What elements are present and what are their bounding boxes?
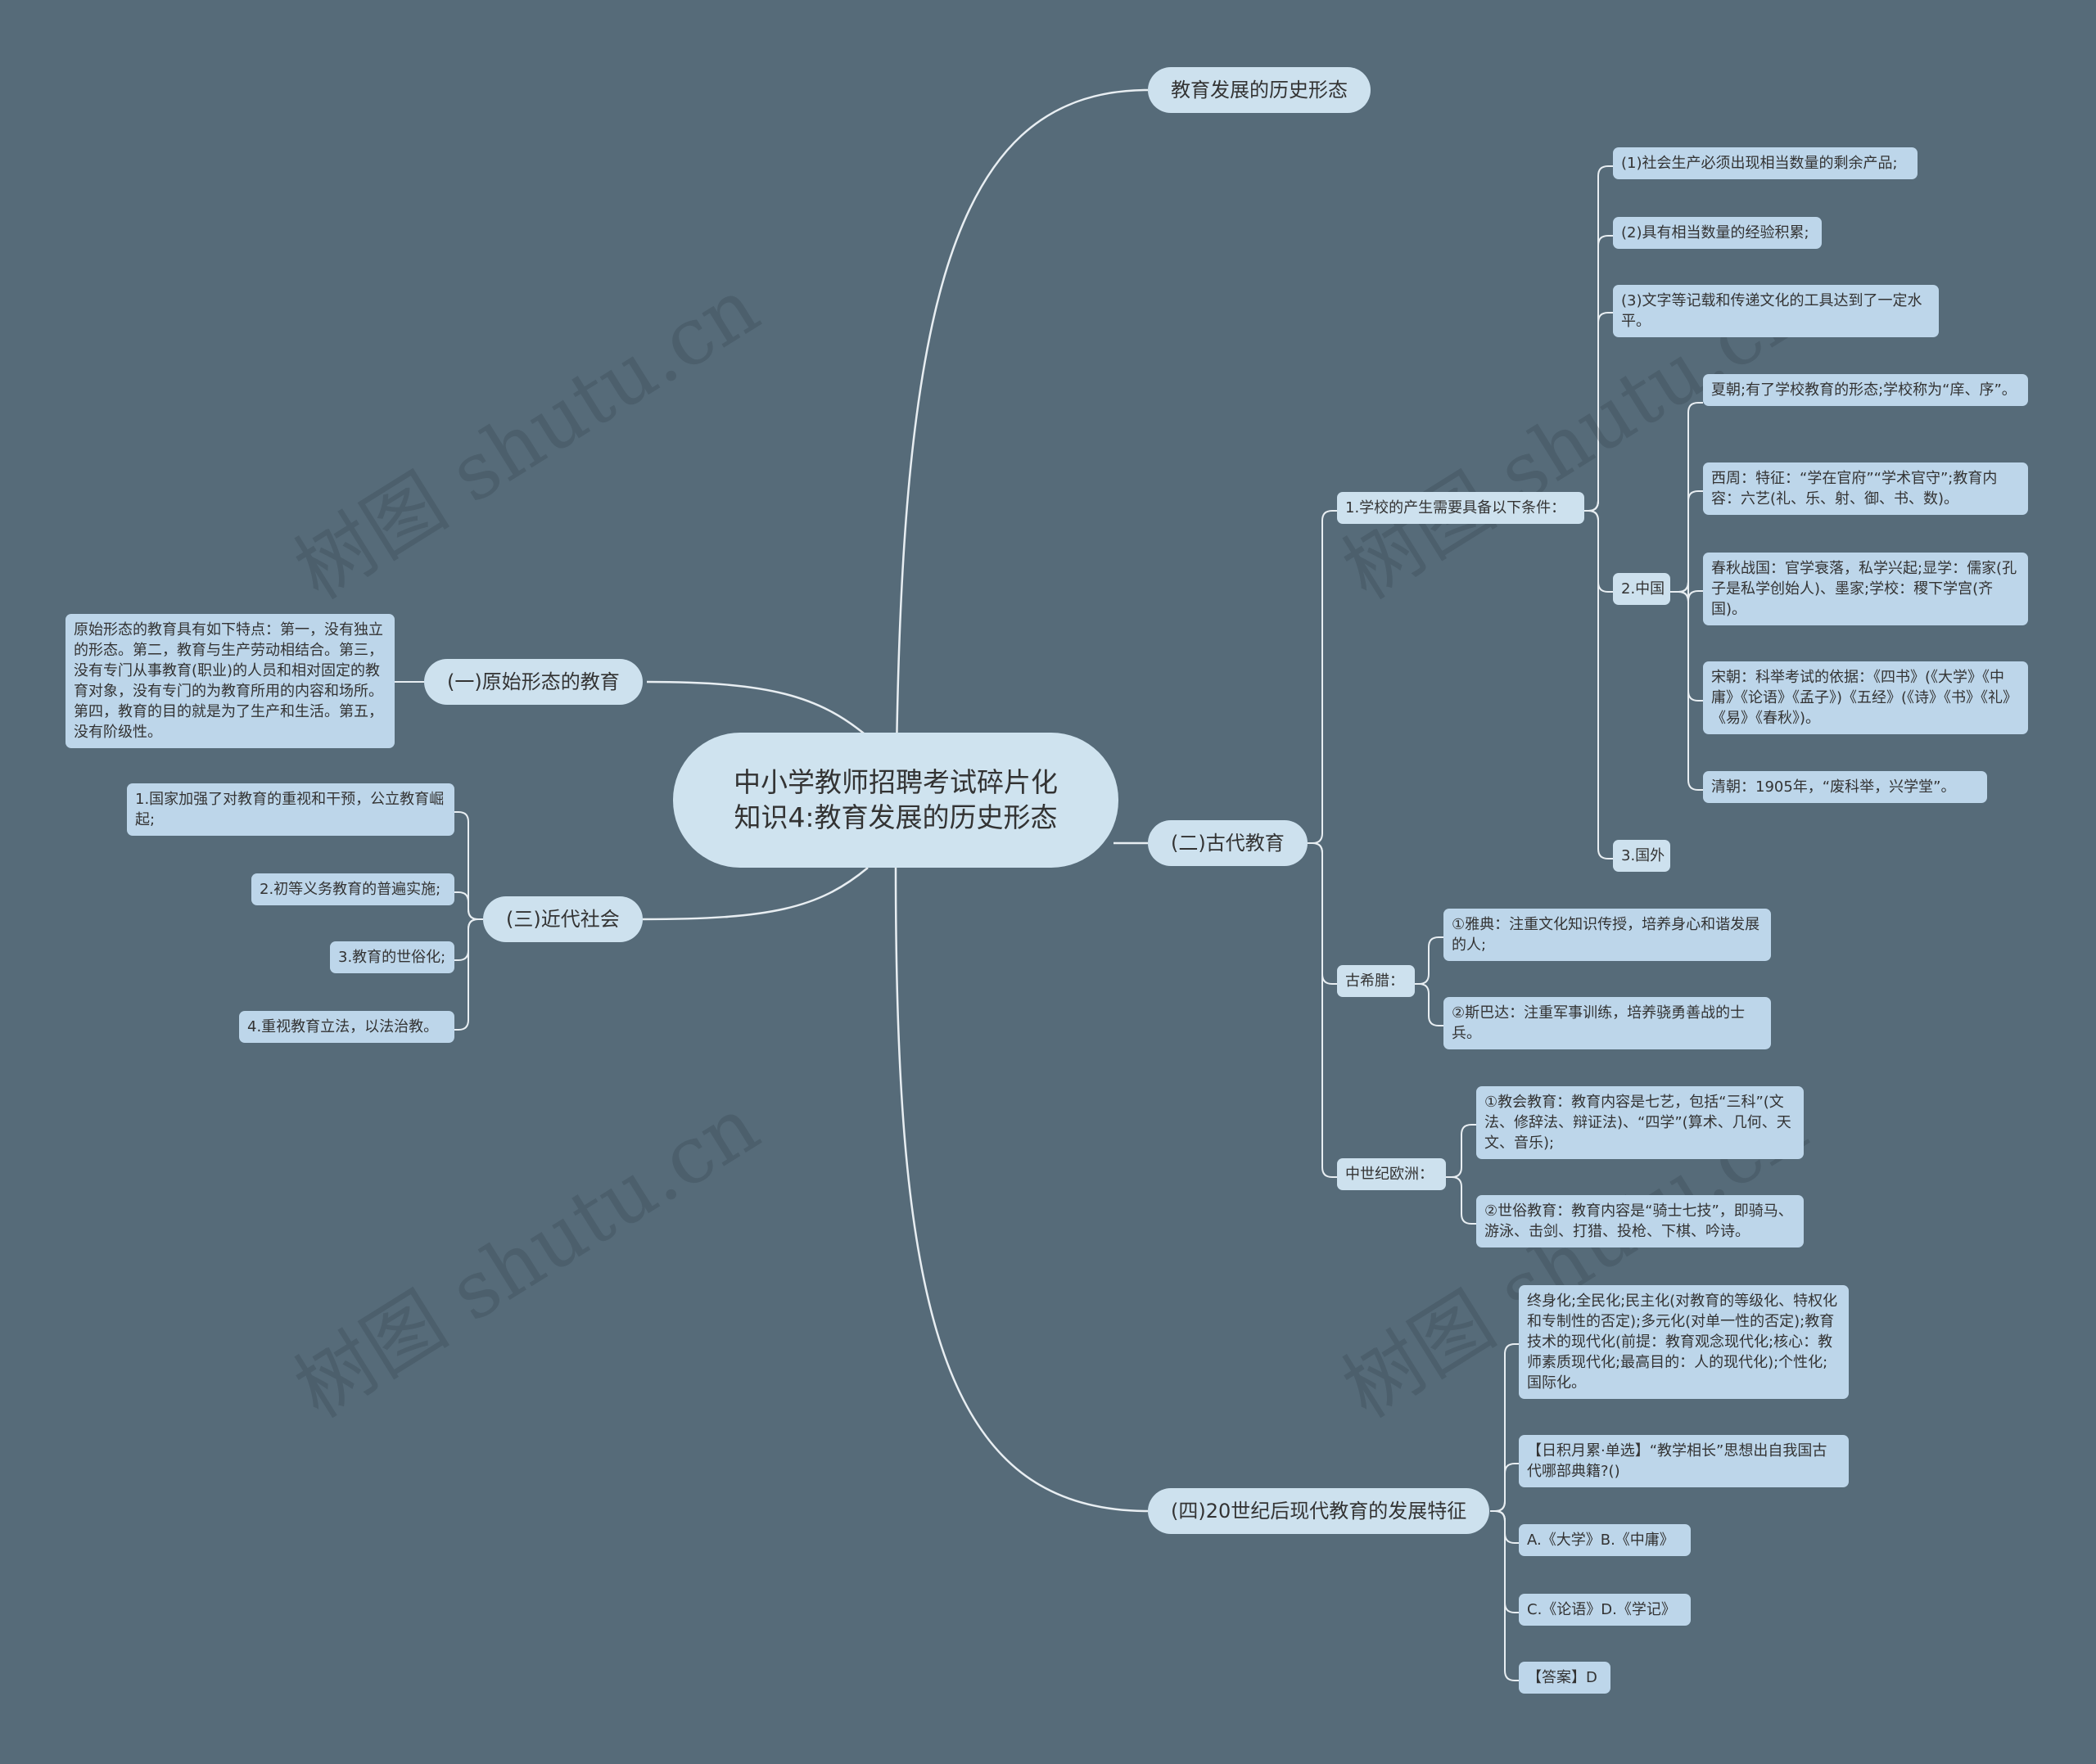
connector-line xyxy=(1418,936,1443,985)
connector-line xyxy=(1678,402,1703,593)
connector-line xyxy=(1678,591,1703,702)
condition-item-1[interactable]: (1)社会生产必须出现相当数量的剩余产品; xyxy=(1613,147,1918,179)
connector-line xyxy=(1588,165,1613,512)
china-item-xizhou[interactable]: 西周：特征：“学在官府”“学术官守”;教育内容：六艺(礼、乐、射、御、书、数)。 xyxy=(1703,462,2028,515)
connector-line xyxy=(1678,591,1703,791)
connector-line xyxy=(1588,510,1613,859)
connector-line xyxy=(1588,510,1613,593)
connector-line xyxy=(454,918,479,961)
china-item-qing[interactable]: 清朝：1905年，“废科举，兴学堂”。 xyxy=(1703,771,1987,803)
topic-20th-century[interactable]: (四)20世纪后现代教育的发展特征 xyxy=(1148,1488,1490,1534)
medieval-item-church[interactable]: ①教会教育：教育内容是七艺，包括“三科”(文法、修辞法、辩证法)、“四学”(算术… xyxy=(1476,1086,1804,1159)
topic-primitive[interactable]: (一)原始形态的教育 xyxy=(424,659,643,705)
connector-line xyxy=(894,88,1149,868)
connector-line xyxy=(1494,1463,1519,1512)
modern-item-1[interactable]: 1.国家加强了对教育的重视和干预，公立教育崛起; xyxy=(127,783,454,836)
c20-option-cd[interactable]: C.《论语》D.《学记》 xyxy=(1519,1594,1691,1626)
c20-answer[interactable]: 【答案】D xyxy=(1519,1662,1610,1694)
greece-label[interactable]: 古希腊： xyxy=(1337,965,1415,997)
connector-line xyxy=(1588,235,1613,512)
china-item-xia[interactable]: 夏朝;有了学校教育的形态;学校称为“庠、序”。 xyxy=(1703,374,2028,406)
medieval-label[interactable]: 中世纪欧洲： xyxy=(1337,1158,1446,1190)
foreign-label[interactable]: 3.国外 xyxy=(1613,840,1670,872)
greece-item-sparta[interactable]: ②斯巴达：注重军事训练，培养骁勇善战的士兵。 xyxy=(1443,997,1771,1049)
connector-line xyxy=(1588,312,1613,512)
connector-line xyxy=(454,918,479,1031)
condition-item-3[interactable]: (3)文字等记载和传递文化的工具达到了一定水平。 xyxy=(1613,285,1939,337)
connector-line xyxy=(1418,983,1443,1026)
topic-ancient[interactable]: (二)古代教育 xyxy=(1148,820,1308,866)
connector-line xyxy=(454,811,479,920)
connector-line xyxy=(1312,842,1337,985)
modern-item-2[interactable]: 2.初等义务教育的普遍实施; xyxy=(251,873,454,905)
connector-line xyxy=(642,867,869,921)
china-item-song[interactable]: 宋朝：科举考试的依据：《四书》(《大学》《中庸》《论语》《孟子》)《五经》(《诗… xyxy=(1703,661,2028,734)
connector-line xyxy=(1451,1176,1476,1225)
condition-item-2[interactable]: (2)具有相当数量的经验积累; xyxy=(1613,217,1822,249)
c20-question[interactable]: 【日积月累·单选】“教学相长”思想出自我国古代哪部典籍?() xyxy=(1519,1435,1849,1487)
greece-item-athens[interactable]: ①雅典：注重文化知识传授，培养身心和谐发展的人; xyxy=(1443,909,1771,961)
medieval-item-secular[interactable]: ②世俗教育：教育内容是“骑士七技”，即骑马、游泳、击剑、打猎、投枪、下棋、吟诗。 xyxy=(1476,1195,1804,1247)
modern-item-4[interactable]: 4.重视教育立法，以法治教。 xyxy=(239,1011,454,1043)
connector-line xyxy=(1494,1510,1519,1681)
connector-line xyxy=(1451,1124,1476,1178)
root-node[interactable]: 中小学教师招聘考试碎片化知识4:教育发展的历史形态 xyxy=(673,733,1118,868)
c20-option-ab[interactable]: A.《大学》B.《中庸》 xyxy=(1519,1524,1691,1556)
connector-line xyxy=(1494,1510,1519,1544)
connector-line xyxy=(1678,490,1703,593)
connector-line xyxy=(1312,842,1337,1178)
connector-line xyxy=(1312,510,1337,844)
school-conditions-label[interactable]: 1.学校的产生需要具备以下条件： xyxy=(1337,492,1584,524)
primitive-detail[interactable]: 原始形态的教育具有如下特点：第一，没有独立的形态。第二，教育与生产劳动相结合。第… xyxy=(66,614,395,748)
connector-line xyxy=(1494,1510,1519,1613)
topic-modern[interactable]: (三)近代社会 xyxy=(483,896,643,942)
modern-item-3[interactable]: 3.教育的世俗化; xyxy=(330,941,454,973)
china-label[interactable]: 2.中国 xyxy=(1613,573,1670,605)
c20-features[interactable]: 终身化;全民化;民主化(对教育的等级化、特权化和专制性的否定);多元化(对单一性… xyxy=(1519,1285,1849,1399)
connector-line xyxy=(894,867,1149,1513)
china-item-chunqiu[interactable]: 春秋战国：官学衰落，私学兴起;显学：儒家(孔子是私学创始人)、墨家;学校：稷下学… xyxy=(1703,553,2028,625)
connector-line xyxy=(646,680,869,738)
connector-line xyxy=(1494,1343,1519,1512)
root-title: 中小学教师招聘考试碎片化知识4:教育发展的历史形态 xyxy=(734,765,1058,833)
connector-line xyxy=(454,891,479,920)
topic-history[interactable]: 教育发展的历史形态 xyxy=(1148,67,1371,113)
